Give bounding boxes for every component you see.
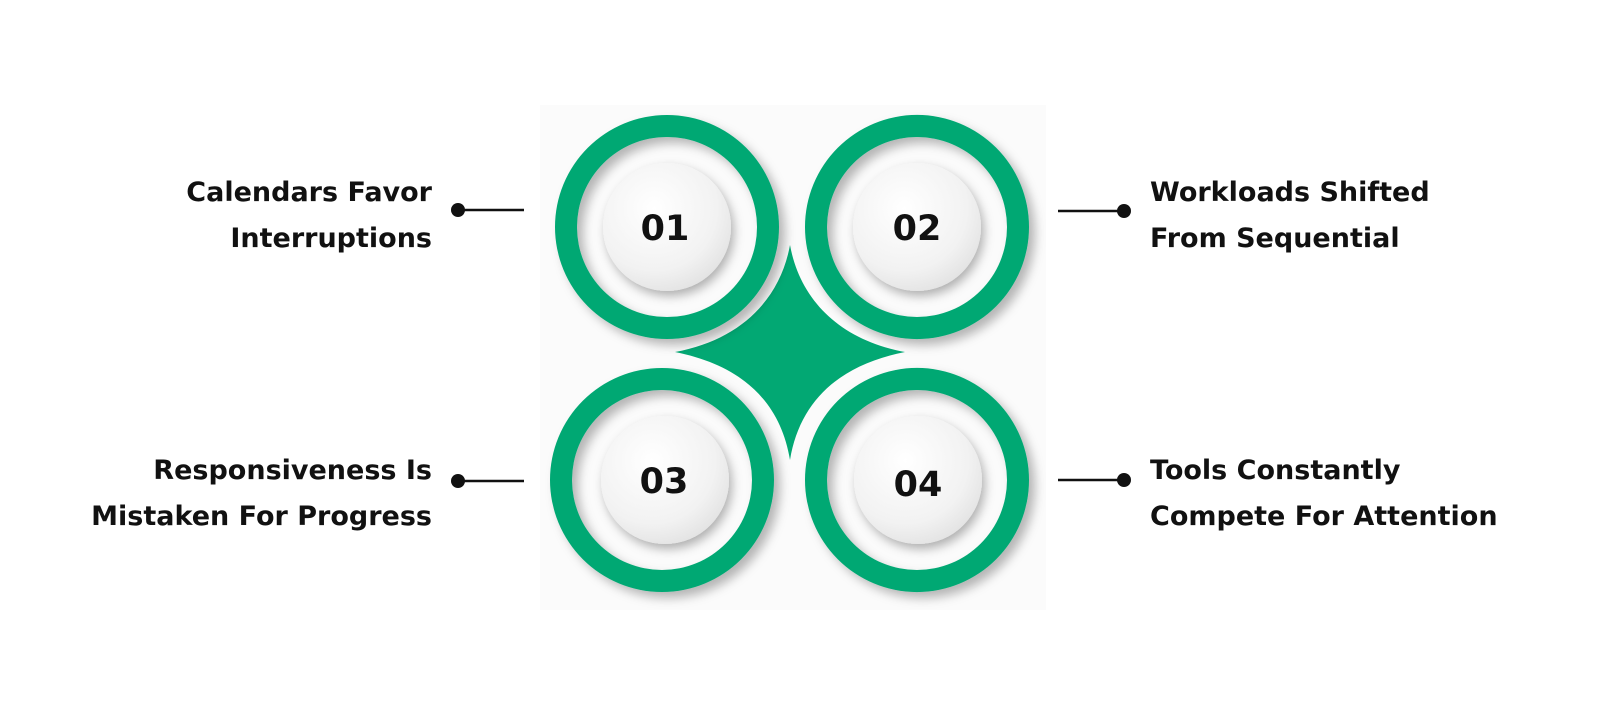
label-calendars-favor-interruptions: Calendars Favor Interruptions — [186, 170, 432, 262]
disc-01 — [603, 163, 731, 291]
step-number-01: 01 — [641, 209, 690, 249]
label-2-line-1: Workloads Shifted — [1150, 177, 1430, 208]
label-workloads-shifted: Workloads Shifted From Sequential — [1150, 170, 1430, 262]
disc-03 — [601, 416, 729, 544]
step-number-04: 04 — [894, 465, 943, 505]
step-number-02: 02 — [893, 209, 942, 249]
label-4-line-2: Compete For Attention — [1150, 501, 1498, 532]
clover-center — [675, 245, 905, 460]
connector-01 — [451, 203, 524, 217]
label-1-line-1: Calendars Favor — [186, 177, 432, 208]
step-number-03: 03 — [640, 462, 689, 502]
connector-03 — [451, 474, 524, 488]
label-2-line-2: From Sequential — [1150, 223, 1400, 254]
label-tools-compete: Tools Constantly Compete For Attention — [1150, 448, 1498, 540]
disc-04 — [854, 416, 982, 544]
label-responsiveness-mistaken: Responsiveness Is Mistaken For Progress — [91, 448, 432, 540]
connector-02 — [1058, 204, 1131, 218]
label-4-line-1: Tools Constantly — [1150, 455, 1401, 486]
label-3-line-1: Responsiveness Is — [153, 455, 432, 486]
disc-02 — [853, 163, 981, 291]
label-3-line-2: Mistaken For Progress — [91, 501, 432, 532]
label-1-line-2: Interruptions — [230, 223, 432, 254]
connector-04 — [1058, 473, 1131, 487]
